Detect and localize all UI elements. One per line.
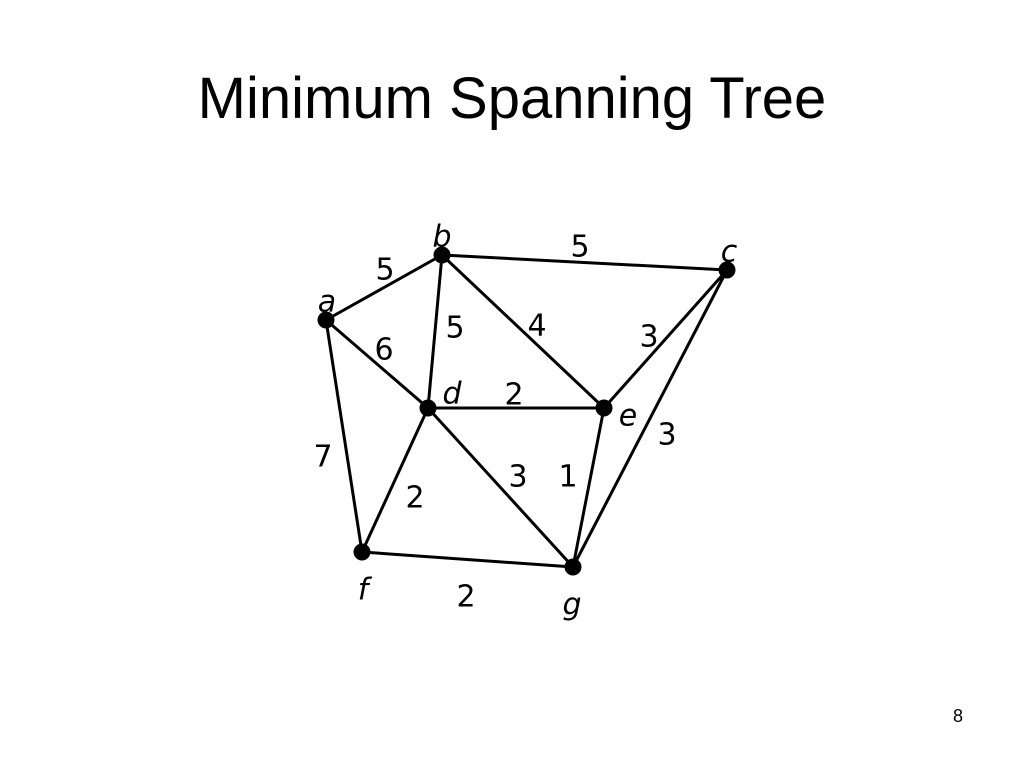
edge-weight-b-d: 5 [445, 311, 464, 346]
edge-e-g [571, 407, 606, 568]
edge-c-e [602, 269, 729, 409]
node-c [718, 261, 736, 279]
edge-weight-b-e: 4 [527, 309, 546, 344]
node-label-b: b [432, 220, 451, 255]
node-a [317, 311, 335, 329]
node-label-g: g [562, 588, 581, 623]
edge-weight-c-e: 3 [639, 320, 658, 355]
edge-f-g [361, 550, 574, 569]
edge-b-e [440, 253, 606, 410]
edge-weight-a-b: 5 [375, 253, 394, 288]
node-label-a: a [318, 285, 336, 320]
edge-weight-b-c: 5 [570, 230, 589, 265]
node-e [595, 399, 613, 417]
edge-weight-d-e: 2 [504, 378, 523, 413]
edge-weight-a-d: 6 [374, 333, 393, 368]
edge-d-g [426, 406, 575, 569]
page-number: 8 [952, 706, 963, 726]
node-d [419, 399, 437, 417]
edge-d-f [360, 407, 430, 553]
node-label-d: d [442, 377, 462, 412]
slide-title: Minimum Spanning Tree [197, 66, 827, 131]
edge-weight-f-g: 2 [456, 580, 475, 615]
node-b [433, 246, 451, 264]
edge-c-g [571, 269, 729, 568]
nodes-layer [317, 246, 736, 576]
node-label-c: c [721, 235, 738, 270]
edges-layer [324, 253, 729, 569]
node-label-f: f [358, 573, 373, 608]
edge-b-d [426, 254, 444, 409]
edge-b-c [441, 253, 728, 272]
edge-a-b [325, 253, 443, 322]
node-f [353, 543, 371, 561]
edge-a-d [325, 318, 429, 410]
edge-weight-d-f: 2 [405, 481, 424, 516]
edge-weight-c-g: 3 [657, 418, 676, 453]
edge-weight-d-g: 3 [508, 460, 527, 495]
node-label-e: e [619, 399, 637, 434]
edge-weight-a-f: 7 [313, 440, 332, 475]
edge-a-f [324, 319, 364, 553]
edge-weight-e-g: 1 [558, 460, 577, 495]
node-g [564, 558, 582, 576]
